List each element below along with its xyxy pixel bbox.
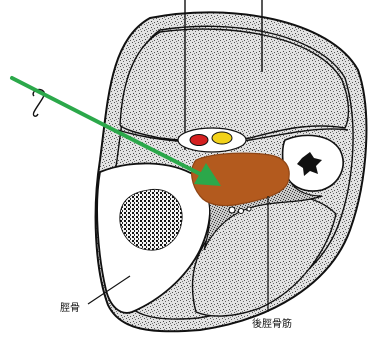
small-vessel-3 bbox=[247, 207, 251, 211]
tibia-marrow bbox=[120, 189, 182, 250]
small-vessel-1 bbox=[229, 207, 235, 213]
small-vessel-2 bbox=[239, 209, 244, 214]
nerve bbox=[212, 132, 232, 144]
artery bbox=[190, 135, 208, 146]
tibia-label: 脛骨 bbox=[60, 302, 80, 314]
tibialis-posterior-label: 後脛骨筋 bbox=[252, 317, 292, 330]
